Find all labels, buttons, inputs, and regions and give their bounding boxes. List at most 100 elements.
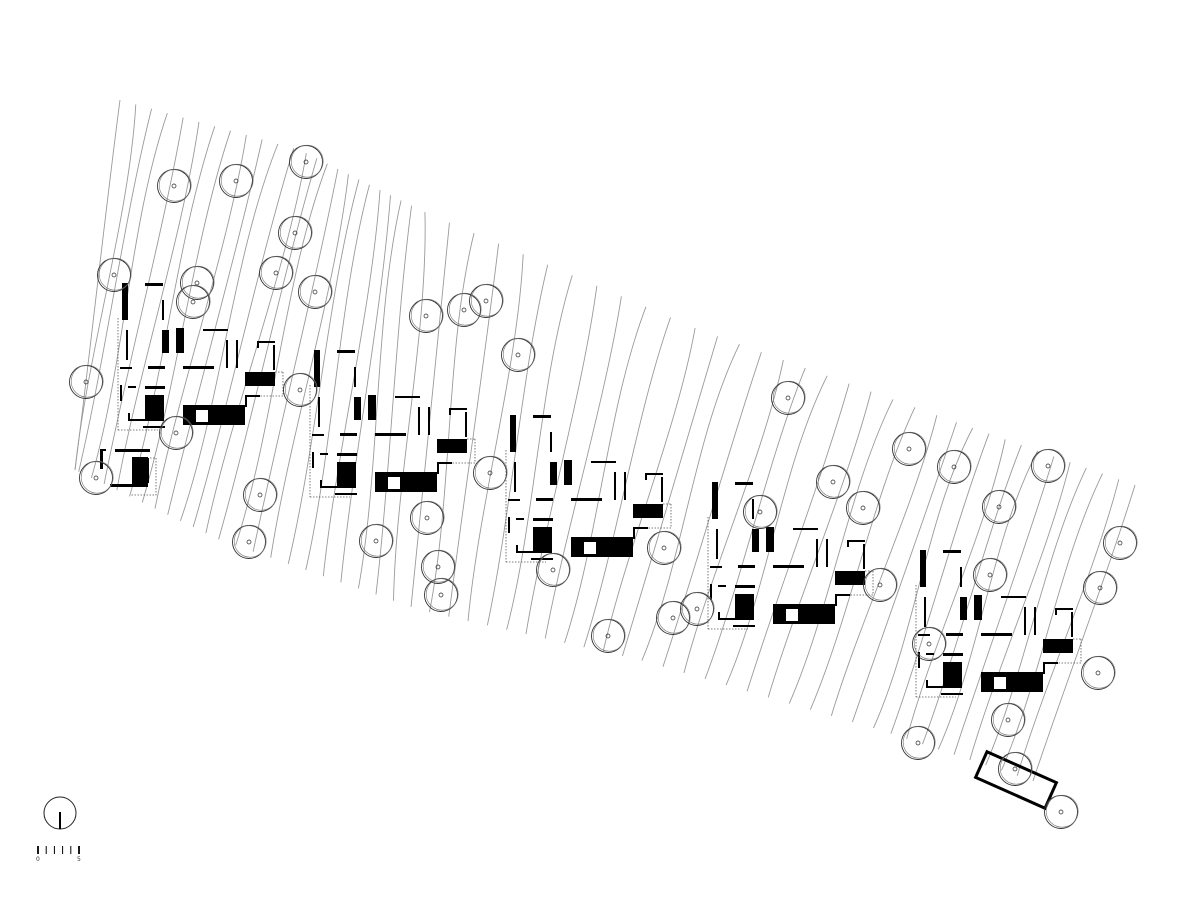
contour-line [506,275,573,630]
contour-line [890,433,990,734]
wall [428,407,430,435]
wall [516,551,552,553]
wall [633,527,635,539]
scale-label-end: 5 [77,856,81,863]
wall [337,350,355,353]
wall [465,412,467,437]
wall [718,612,720,620]
contour-line [235,163,328,546]
wall [735,585,755,588]
wall [738,565,755,568]
tree-icon [1081,655,1116,690]
wall [508,499,520,501]
wall [335,493,357,495]
tree-icon [473,455,508,490]
wall [100,449,106,451]
wall [120,385,122,401]
tree-icon [656,600,691,635]
wall [766,527,774,552]
wall [145,386,165,389]
house-2 [309,350,476,498]
contour-line [116,121,200,491]
contour-line [103,117,184,485]
wall [533,527,552,552]
contour-line [1001,473,1103,771]
wall [718,618,754,620]
wall [735,594,754,619]
wall [550,432,552,452]
tree-icon [647,530,682,565]
tree-icon [409,298,444,333]
contour-line [180,143,279,522]
contour-line [141,130,231,503]
window [584,542,596,554]
wall [508,517,510,533]
wall [645,473,647,480]
tree-icon [278,215,313,250]
tree-icon [69,364,104,399]
contour-line [287,179,360,564]
tree-icon [1103,525,1138,560]
tree-icon [424,577,459,612]
contour-line [953,456,1055,755]
contour-line [809,407,916,710]
contour-line [205,153,307,534]
wall [418,407,420,435]
north-arrow-icon [43,796,77,830]
wall [918,634,930,636]
tree-icon [469,283,504,318]
wall [835,571,865,585]
wall [245,372,275,386]
contour-line [252,168,339,552]
wall [354,367,356,387]
tree-icon [991,702,1026,737]
wall [115,449,150,452]
contour-line [448,243,500,617]
tree-icon [259,255,294,290]
tree-icon [863,567,898,602]
wall [571,498,602,501]
house-1 [117,283,284,431]
tree-icon [289,144,324,179]
contour-line [129,126,216,497]
wall [533,518,553,521]
contour-line [622,336,718,657]
wall [145,395,164,420]
wall [645,473,663,475]
wall [437,462,452,464]
wall [320,486,356,488]
wall [354,397,361,420]
tree-icon [846,490,881,525]
contour-line [969,462,1071,761]
tree-icon [159,415,194,450]
wall [203,329,228,331]
wall [516,545,518,553]
house-4 [707,482,874,630]
wall [835,594,837,606]
house-5 [915,550,1082,698]
contour-line [851,422,957,723]
wall [183,405,245,425]
wall [1024,607,1026,635]
wall [120,367,132,369]
tree-icon [359,523,394,558]
wall [245,395,260,397]
tree-icon [591,618,626,653]
wall [1043,639,1073,653]
tree-icon [157,168,192,203]
contour-line [683,359,784,673]
wall [716,529,718,559]
wall [337,462,356,487]
wall [236,340,238,368]
wall [437,439,467,453]
window [786,609,798,621]
wall [320,453,328,455]
contour-line [641,344,740,661]
wall [100,449,103,469]
wall [793,528,818,530]
contour-line [830,415,938,716]
wall [926,680,928,688]
wall [661,477,663,502]
wall [162,330,169,353]
tree-icon [219,163,254,198]
